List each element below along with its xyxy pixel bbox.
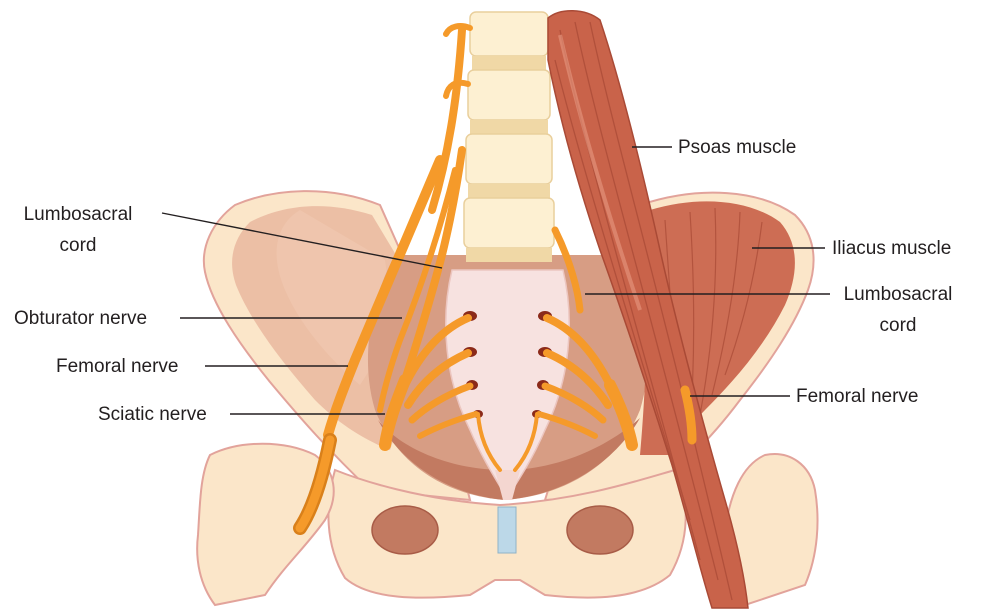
label-obturator-nerve: Obturator nerve — [14, 303, 147, 334]
lumbar-spine — [464, 12, 554, 262]
label-femoral-nerve-left: Femoral nerve — [56, 351, 179, 382]
label-lumbosacral-cord-left: Lumbosacral cord — [22, 199, 134, 261]
label-lumbosacral-cord-left-line2: cord — [22, 230, 134, 261]
label-femoral-nerve-right: Femoral nerve — [796, 381, 919, 412]
label-lumbosacral-cord-left-line1: Lumbosacral — [22, 199, 134, 230]
label-lumbosacral-cord-right-line2: cord — [838, 310, 958, 341]
vertebra-2 — [468, 70, 550, 120]
disc-4 — [466, 248, 552, 262]
label-lumbosacral-cord-right: Lumbosacral cord — [838, 279, 958, 341]
disc-2 — [470, 120, 548, 134]
label-sciatic-nerve: Sciatic nerve — [98, 399, 207, 430]
obturator-foramen-right — [567, 506, 633, 554]
label-lumbosacral-cord-right-line1: Lumbosacral — [838, 279, 958, 310]
disc-3 — [468, 184, 550, 198]
disc-1 — [472, 56, 546, 70]
vertebra-4 — [464, 198, 554, 248]
label-psoas-muscle: Psoas muscle — [678, 132, 796, 163]
vertebra-3 — [466, 134, 552, 184]
pubic-symphysis — [498, 507, 516, 553]
left-femur-head — [197, 444, 334, 605]
vertebra-1 — [470, 12, 548, 56]
obturator-foramen-left — [372, 506, 438, 554]
label-iliacus-muscle: Iliacus muscle — [832, 233, 951, 264]
